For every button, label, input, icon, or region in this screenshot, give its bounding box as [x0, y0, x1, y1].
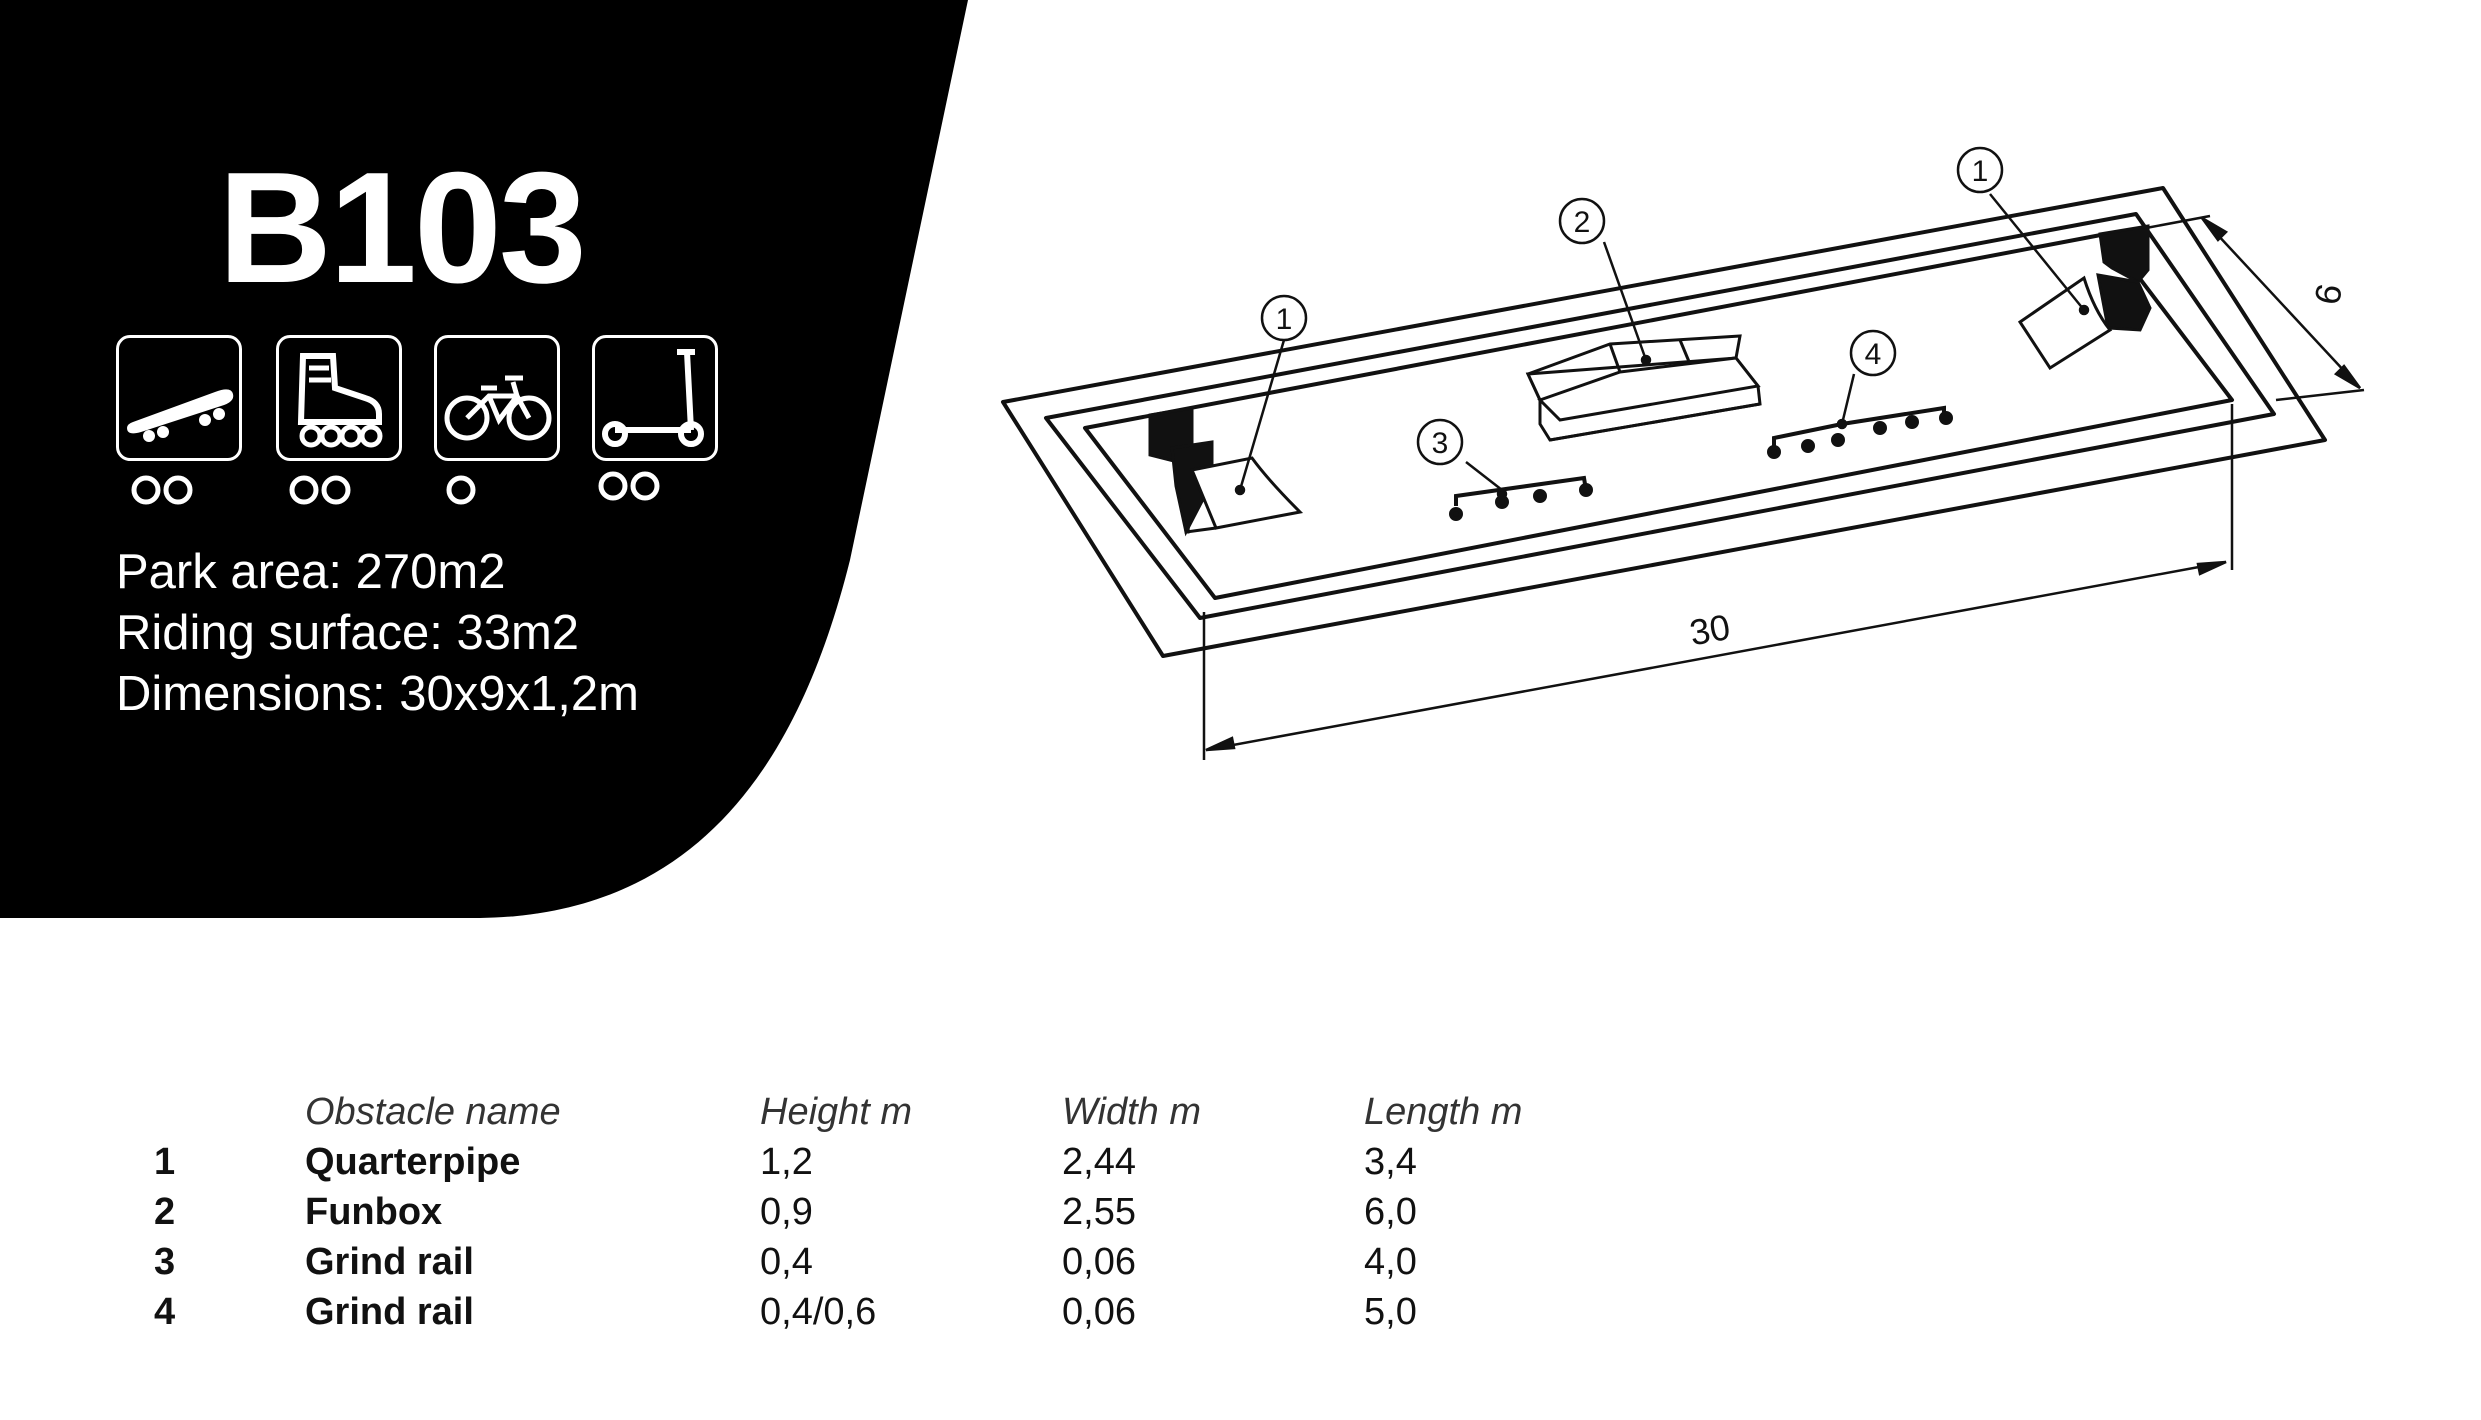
obstacle-name: Grind rail [305, 1291, 474, 1333]
header-length: Length m [1364, 1091, 1523, 1133]
width-dimension-label: 9 [2306, 281, 2350, 308]
inline-skate-icon-box [276, 335, 402, 461]
scooter-icon [602, 349, 704, 447]
callout-circle-2 [1558, 197, 1606, 245]
header-height: Height m [760, 1091, 913, 1133]
obstacle-width: 0,06 [1062, 1291, 1136, 1333]
obstacle-width: 2,55 [1062, 1191, 1136, 1233]
park-outline-inner [1044, 212, 2276, 620]
dimensions-text: Dimensions: 30x9x1,2m [116, 667, 639, 721]
bmx-bike-icon [444, 375, 552, 441]
callout-label-4: 4 [1865, 338, 1882, 371]
obstacle-height: 0,9 [760, 1191, 813, 1233]
bmx-bike-icon-box [434, 335, 560, 461]
callout-circle-4 [1849, 329, 1897, 377]
width-extension-bottom [2275, 388, 2365, 402]
wheel-count-bmx [441, 470, 481, 510]
obstacle-height: 0,4 [760, 1241, 813, 1283]
width-dimension-line [2201, 217, 2361, 389]
skateboard-icon-box [116, 335, 242, 461]
obstacle-length: 3,4 [1364, 1141, 1417, 1183]
skateboard-icon [127, 389, 234, 442]
wheel-count-skateboard [130, 470, 200, 510]
obstacle-length: 4,0 [1364, 1241, 1417, 1283]
obstacle-name: Quarterpipe [305, 1141, 521, 1183]
header-obstacle-name: Obstacle name [305, 1091, 561, 1133]
wheel-count-inline-skate [288, 470, 358, 510]
obstacle-length: 5,0 [1364, 1291, 1417, 1333]
callout-circle-1b [1956, 146, 2004, 194]
obstacle-height: 1,2 [760, 1141, 813, 1183]
callout-label-1b: 1 [1972, 155, 1989, 188]
scooter-icon-box [592, 335, 718, 461]
park-outline-outer [1001, 186, 2327, 658]
header-width: Width m [1062, 1091, 1202, 1133]
row-number: 2 [154, 1191, 176, 1233]
grind-rail-4 [1767, 405, 1953, 459]
callout-circle-1a [1260, 294, 1308, 342]
row-number: 3 [154, 1241, 176, 1283]
inline-skate-icon [297, 353, 383, 448]
quarterpipe-left [1148, 406, 1304, 537]
quarterpipe-right [2017, 224, 2152, 371]
grind-rail-3 [1449, 475, 1593, 521]
width-extension-top [2145, 214, 2211, 230]
callout-label-3: 3 [1432, 427, 1449, 460]
riding-surface-text: Riding surface: 33m2 [116, 606, 580, 660]
obstacle-name: Funbox [305, 1191, 443, 1233]
length-dimension-line [1205, 560, 2227, 752]
length-dimension-label: 30 [1687, 606, 1734, 653]
row-number: 4 [154, 1291, 176, 1333]
park-area-text: Park area: 270m2 [116, 545, 506, 599]
row-number: 1 [154, 1141, 176, 1183]
obstacle-name: Grind rail [305, 1241, 474, 1283]
callout-label-1a: 1 [1276, 303, 1293, 336]
obstacle-width: 0,06 [1062, 1241, 1136, 1283]
obstacle-height: 0,4/0,6 [760, 1291, 877, 1333]
callout-label-2: 2 [1574, 206, 1591, 239]
obstacle-width: 2,44 [1062, 1141, 1136, 1183]
callout-circle-3 [1416, 418, 1464, 466]
model-code-title: B103 [218, 140, 587, 316]
riding-surface-outline [1083, 232, 2234, 600]
obstacle-length: 6,0 [1364, 1191, 1417, 1233]
wheel-count-scooter [597, 470, 667, 510]
funbox [1525, 334, 1762, 442]
